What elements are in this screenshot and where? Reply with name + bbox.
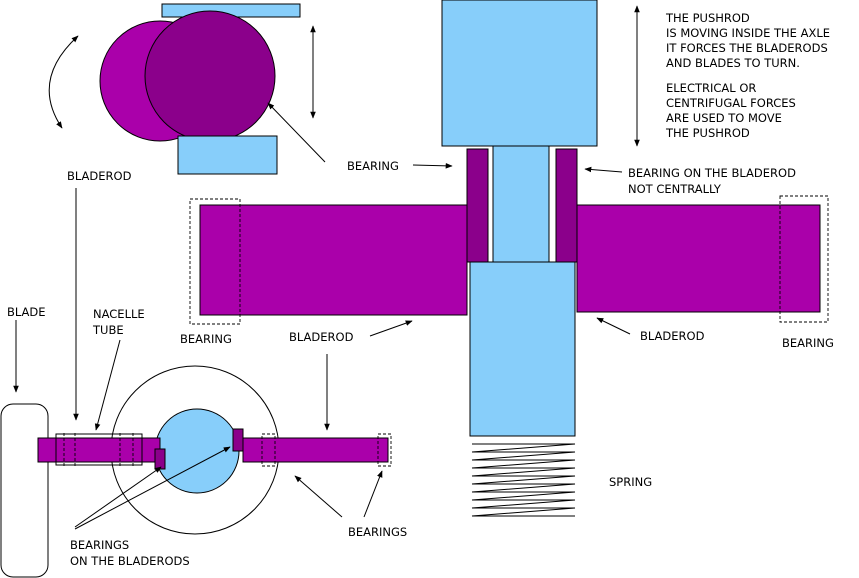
bearing-left-outer-dashed [189, 198, 241, 325]
blade-outline [0, 403, 49, 578]
bearing-bottom-left-small [154, 448, 166, 470]
pushrod-note: THE PUSHROD IS MOVING INSIDE THE AXLE IT… [665, 11, 834, 70]
pointer-bearings-on-rods-a [74, 466, 162, 528]
label-bearing-right: BEARING [782, 336, 834, 350]
label-blade: BLADE [7, 305, 46, 319]
label-bearing-left: BEARING [180, 332, 232, 346]
label-bladerod-mid-left: BLADEROD [289, 330, 354, 344]
pointer-bearings-bottom-b [363, 470, 383, 518]
pointer-to-end-view [267, 102, 326, 163]
force-note: ELECTRICAL OR CENTRIFUGAL FORCES ARE USE… [665, 81, 800, 140]
label-bladerod-top: BLADEROD [67, 169, 132, 183]
label-bearings-bottom: BEARINGS [348, 525, 407, 539]
lower-plate [177, 135, 278, 175]
label-bearings-on-rods: BEARINGS ON THE BLADERODS [70, 538, 190, 568]
bearing-right-inner [555, 148, 578, 263]
bladerod-end-view [48, 3, 326, 175]
bearing-bottom-right-dashed-b [377, 433, 392, 467]
label-bearing-offcenter: BEARING ON THE BLADEROD NOT CENTRALLY [628, 166, 800, 196]
pushrod-upper-block [441, 0, 598, 147]
bearing-bottom-left-dashed [63, 433, 134, 467]
pointer-bearings-bottom-a [294, 475, 343, 518]
pointer-bearing-offcenter [584, 166, 623, 173]
bladerod-right [576, 204, 821, 313]
bearing-right-outer-dashed [779, 195, 829, 323]
pointer-bladerod-mid-right [596, 317, 631, 335]
label-bladerod-mid-right: BLADEROD [640, 329, 705, 343]
nacelle-section [0, 188, 392, 578]
bladerod-disc-front [144, 10, 276, 142]
pointer-bearing-center [412, 163, 453, 169]
pointer-nacelle-tube [94, 339, 121, 431]
spring [471, 443, 576, 517]
nacelle-tube-outline [55, 433, 143, 466]
bearing-bottom-right-dashed-a [261, 433, 276, 467]
bearing-left-inner [466, 148, 489, 263]
pushrod-assembly [189, 0, 829, 517]
labels: THE PUSHROD IS MOVING INSIDE THE AXLE IT… [7, 11, 834, 568]
bladerod-bottom-right [242, 437, 389, 463]
bladerod-bottom-left [37, 437, 161, 463]
bladerod-left [199, 204, 468, 316]
axle-lower-block [469, 261, 576, 437]
pointer-bearings-on-rods-b [74, 446, 231, 530]
label-bearing-center: BEARING [347, 159, 399, 173]
pushrod-shaft [492, 145, 550, 264]
pointer-bladerod-mid-left [369, 320, 413, 337]
label-nacelle-tube: NACELLE TUBE [92, 307, 148, 337]
rotation-arrow [48, 35, 79, 129]
bearing-bottom-right-small [232, 428, 244, 452]
label-spring: SPRING [609, 475, 652, 489]
